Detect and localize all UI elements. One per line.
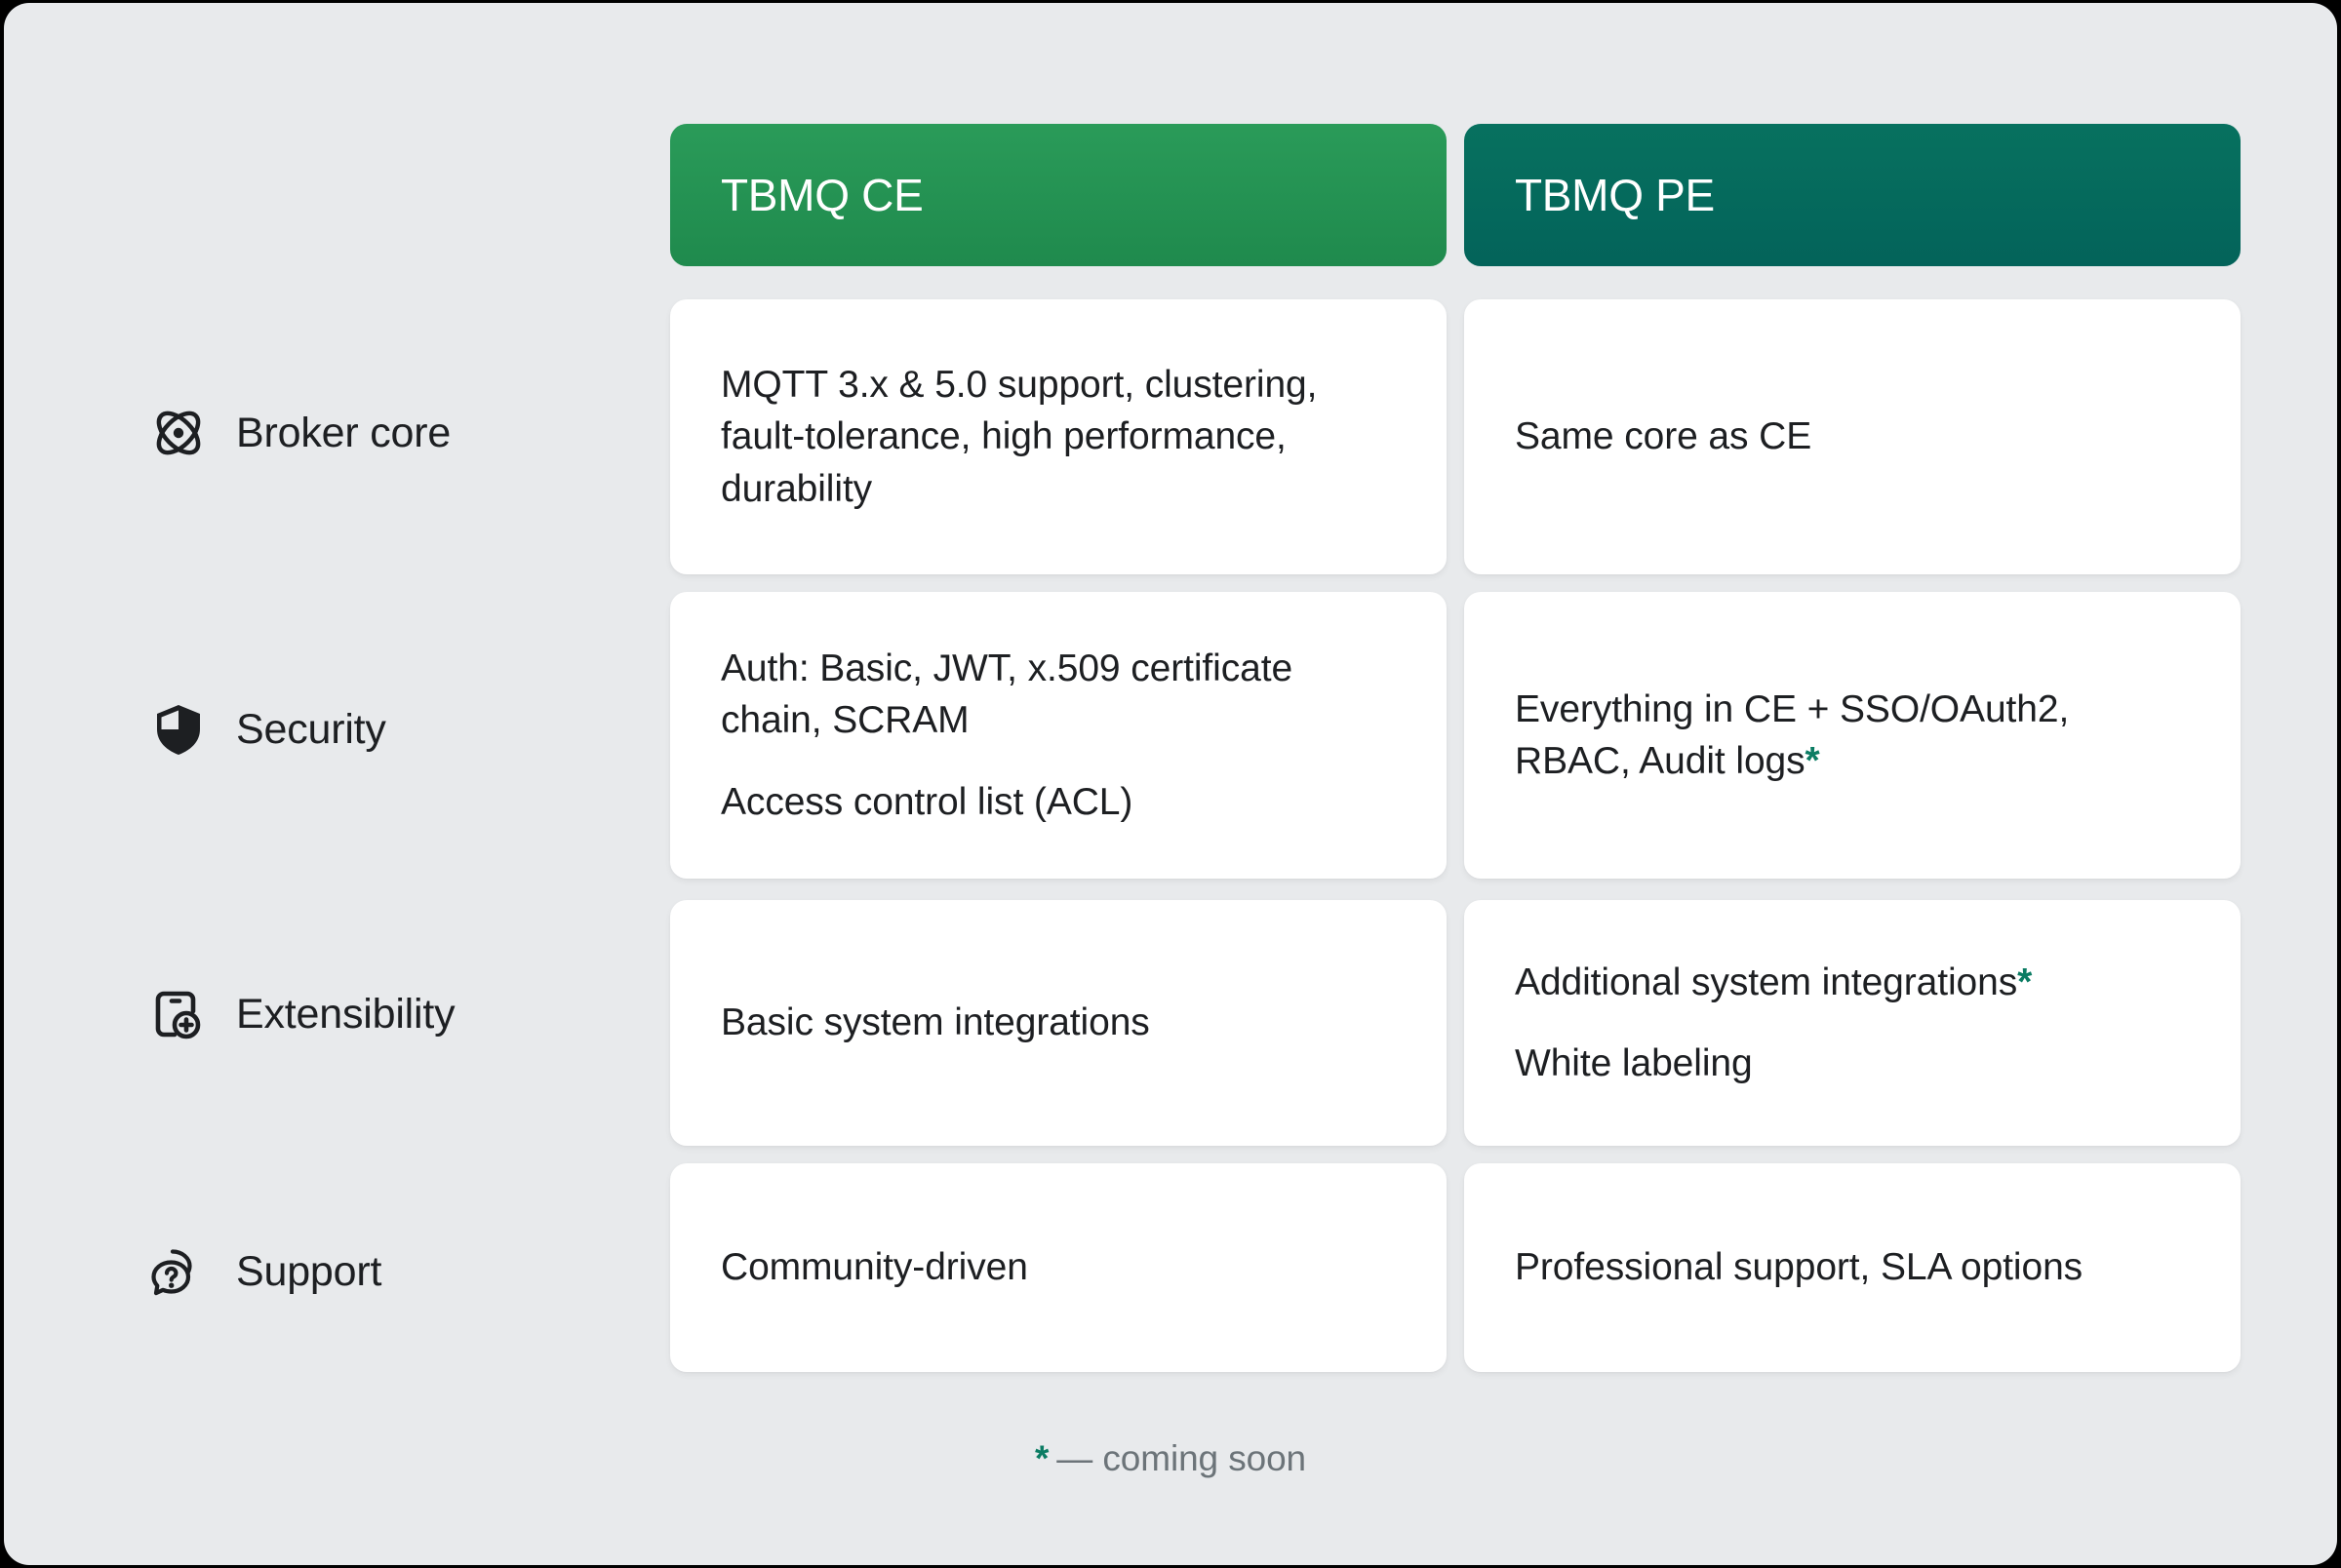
column-header-title: TBMQ CE: [721, 170, 924, 220]
atom-icon: [150, 405, 207, 461]
column-header-title: TBMQ PE: [1515, 170, 1715, 220]
coming-soon-star: *: [1805, 740, 1820, 782]
row-label-support: Support: [150, 1242, 657, 1301]
column-header-pe: TBMQ PE: [1464, 124, 2241, 266]
device-plus-icon: [150, 986, 207, 1042]
footnote-text: — coming soon: [1056, 1438, 1307, 1478]
row-label-text: Security: [236, 705, 386, 753]
cell-text: White labeling: [1515, 1042, 1753, 1084]
row-label-security: Security: [150, 700, 657, 759]
cell-text: Professional support, SLA options: [1515, 1246, 2083, 1289]
cell-pe-security: Everything in CE + SSO/OAuth2, RBAC, Aud…: [1464, 592, 2241, 879]
row-label-text: Extensibility: [236, 990, 456, 1038]
cell-ce-security: Auth: Basic, JWT, x.509 certificate chai…: [670, 592, 1447, 879]
cell-ce-support: Community-driven: [670, 1163, 1447, 1372]
cell-text: Additional system integrations*: [1515, 960, 2033, 1003]
shield-icon: [150, 701, 207, 758]
cell-text: Auth: Basic, JWT, x.509 certificate chai…: [721, 647, 1293, 742]
row-label-text: Support: [236, 1247, 382, 1295]
cell-pe-broker-core: Same core as CE: [1464, 299, 2241, 574]
cell-ce-broker-core: MQTT 3.x & 5.0 support, clustering, faul…: [670, 299, 1447, 574]
cell-text: Same core as CE: [1515, 415, 1812, 458]
comparison-panel: Broker core Security: [4, 3, 2337, 1565]
feature-label-column: Broker core Security: [150, 3, 657, 1565]
column-header-ce: TBMQ CE: [670, 124, 1447, 266]
footnote-coming-soon: *— coming soon: [4, 1438, 2337, 1479]
feature-comparison-matrix: Broker core Security: [4, 3, 2337, 1565]
row-label-broker-core: Broker core: [150, 404, 657, 462]
footnote-star: *: [1034, 1438, 1050, 1478]
cell-ce-extensibility: Basic system integrations: [670, 900, 1447, 1146]
cell-text: Access control list (ACL): [721, 780, 1133, 823]
cell-pe-extensibility: Additional system integrations* White la…: [1464, 900, 2241, 1146]
cell-text: Everything in CE + SSO/OAuth2, RBAC, Aud…: [1515, 687, 2070, 782]
chat-question-icon: [150, 1243, 207, 1300]
row-label-extensibility: Extensibility: [150, 985, 657, 1043]
cell-text: Community-driven: [721, 1246, 1028, 1289]
row-label-text: Broker core: [236, 409, 452, 456]
cell-text: MQTT 3.x & 5.0 support, clustering, faul…: [721, 363, 1318, 510]
cell-text: Basic system integrations: [721, 1001, 1150, 1044]
cell-pe-support: Professional support, SLA options: [1464, 1163, 2241, 1372]
coming-soon-star: *: [2017, 960, 2033, 1003]
